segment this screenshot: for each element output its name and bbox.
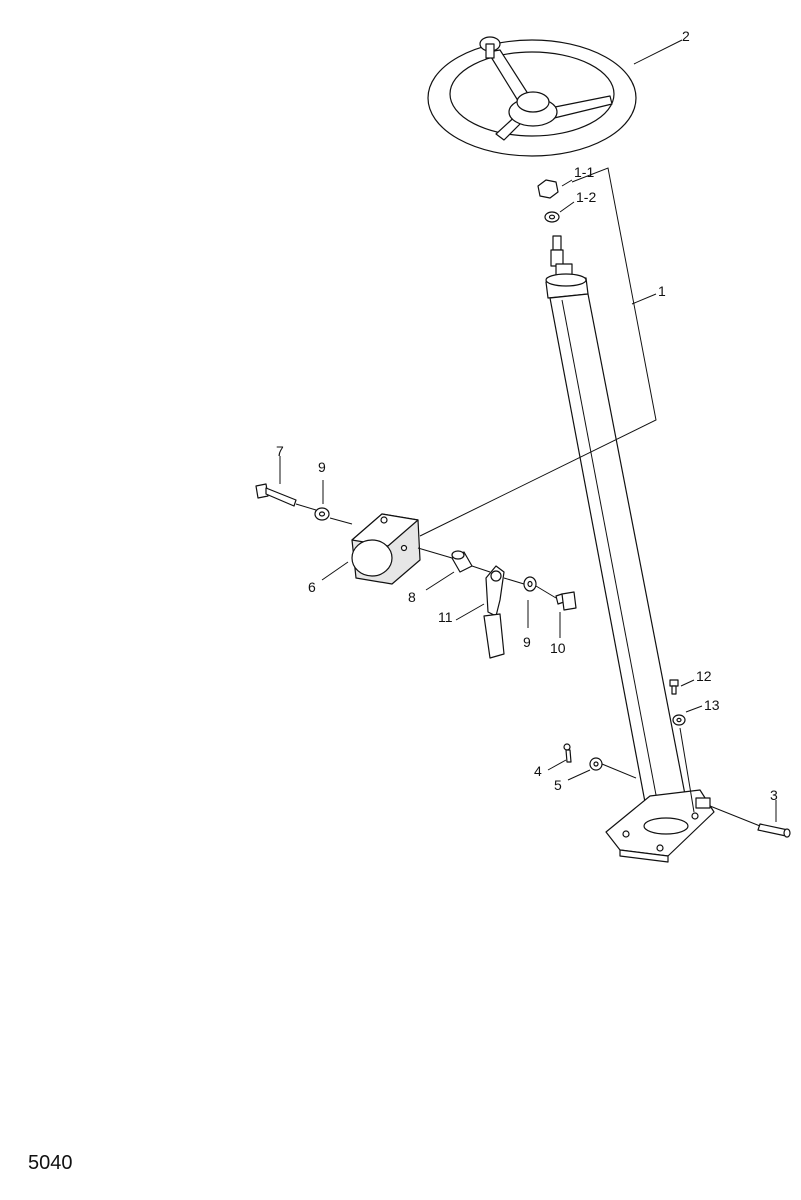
callout-washer-left: 9 (318, 459, 326, 475)
callout-bushing: 8 (408, 589, 416, 605)
pin-base (757, 823, 791, 838)
washer-left (314, 507, 330, 521)
cotter-pin (563, 743, 572, 763)
bolt-right (555, 591, 577, 611)
callout-bracket-block: 6 (308, 579, 316, 595)
callout-washer-small: 13 (704, 697, 720, 713)
callout-steering-wheel: 2 (682, 28, 690, 44)
steering-column (545, 235, 690, 829)
callout-washer-right: 9 (523, 634, 531, 650)
callout-cap-nut: 1-1 (574, 164, 594, 180)
washer-top (544, 211, 560, 223)
callout-bolt-right: 10 (550, 640, 566, 656)
leader-lines (279, 39, 777, 827)
lever (483, 565, 505, 659)
steering-wheel (427, 36, 637, 157)
page-number: 5040 (28, 1152, 73, 1174)
bracket-block (351, 513, 421, 585)
callout-lever: 11 (438, 609, 453, 625)
cap-nut (537, 179, 559, 199)
callout-washer-top: 1-2 (576, 189, 596, 205)
bushing (451, 550, 473, 573)
base-plate (605, 789, 715, 863)
callout-cotter-pin: 4 (534, 763, 542, 779)
washer-small (672, 714, 686, 726)
callout-screw-small: 12 (696, 668, 712, 684)
callout-pin-base: 3 (770, 787, 778, 803)
bolt-left (255, 483, 297, 507)
washer-right (523, 576, 537, 592)
callouts: 2 1-1 1-2 1 7 9 6 8 11 9 10 12 13 4 5 3 (276, 28, 778, 803)
callout-bolt-left: 7 (276, 443, 284, 459)
callout-washer-base: 5 (554, 777, 562, 793)
callout-steering-column: 1 (658, 283, 666, 299)
washer-base (589, 757, 603, 771)
screw-small (669, 679, 679, 695)
